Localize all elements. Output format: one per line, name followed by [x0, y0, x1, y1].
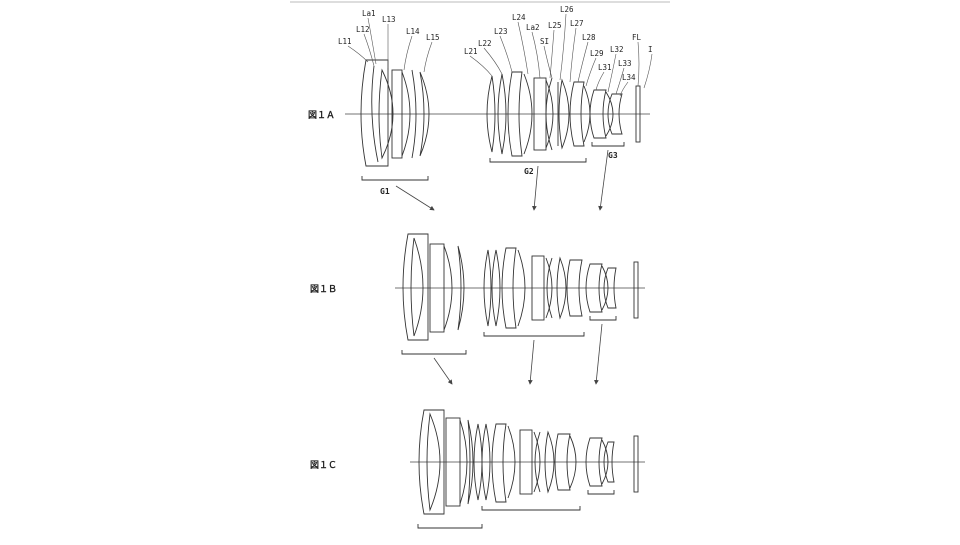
lens-label: L27 [570, 19, 584, 28]
bracket-g3-c [587, 490, 615, 495]
lens-group-g1 [360, 59, 430, 167]
bracket-g2 [489, 158, 587, 163]
lens-label: L34 [622, 73, 636, 82]
lens-label: L23 [494, 27, 508, 36]
figure-label-1a: 図１Ａ [308, 110, 335, 121]
bracket-g3 [591, 142, 625, 147]
lens-group-g2 [486, 71, 591, 157]
figure-1a: 図１Ａ [308, 5, 653, 211]
lens-label: L28 [582, 33, 596, 42]
lens-label: SI [540, 37, 549, 46]
lens-label: FL [632, 33, 642, 42]
lens-label: L32 [610, 45, 624, 54]
lens-label: L25 [548, 21, 562, 30]
lens-label: L14 [406, 27, 420, 36]
bracket-g1-b [401, 350, 467, 355]
lens-label: I [648, 45, 653, 54]
group-label-g2: G2 [524, 167, 534, 176]
lens-labels-1a: L11 La1 L12 L13 L14 L15 L21 L22 L23 L24 … [338, 5, 653, 82]
figure-1c: 図１Ｃ [310, 409, 645, 529]
lens-label: La1 [362, 9, 376, 18]
bracket-g2-c [481, 506, 581, 511]
figure-label-1c: 図１Ｃ [310, 460, 337, 471]
lens-label: L11 [338, 37, 352, 46]
lens-label: L31 [598, 63, 612, 72]
lens-label: L29 [590, 49, 604, 58]
lens-group-g3 [589, 89, 623, 139]
bracket-g3-b [589, 316, 617, 321]
lens-label: L12 [356, 25, 370, 34]
lens-label: La2 [526, 23, 540, 32]
lens-label: L24 [512, 13, 526, 22]
lens-label: L33 [618, 59, 632, 68]
bracket-g1 [361, 176, 429, 181]
lens-label: L13 [382, 15, 396, 24]
figure-label-1b: 図１Ｂ [310, 284, 337, 295]
lens-label: L22 [478, 39, 492, 48]
lens-label: L21 [464, 47, 478, 56]
leader-lines-1a [347, 13, 653, 97]
group-label-g1: G1 [380, 187, 390, 196]
lens-label: L26 [560, 5, 574, 14]
figure-1b: 図１Ｂ [310, 233, 645, 385]
bracket-g1-c [417, 524, 483, 529]
group-label-g3: G3 [608, 151, 618, 160]
bracket-g2-b [483, 332, 585, 337]
lens-label: L15 [426, 33, 440, 42]
